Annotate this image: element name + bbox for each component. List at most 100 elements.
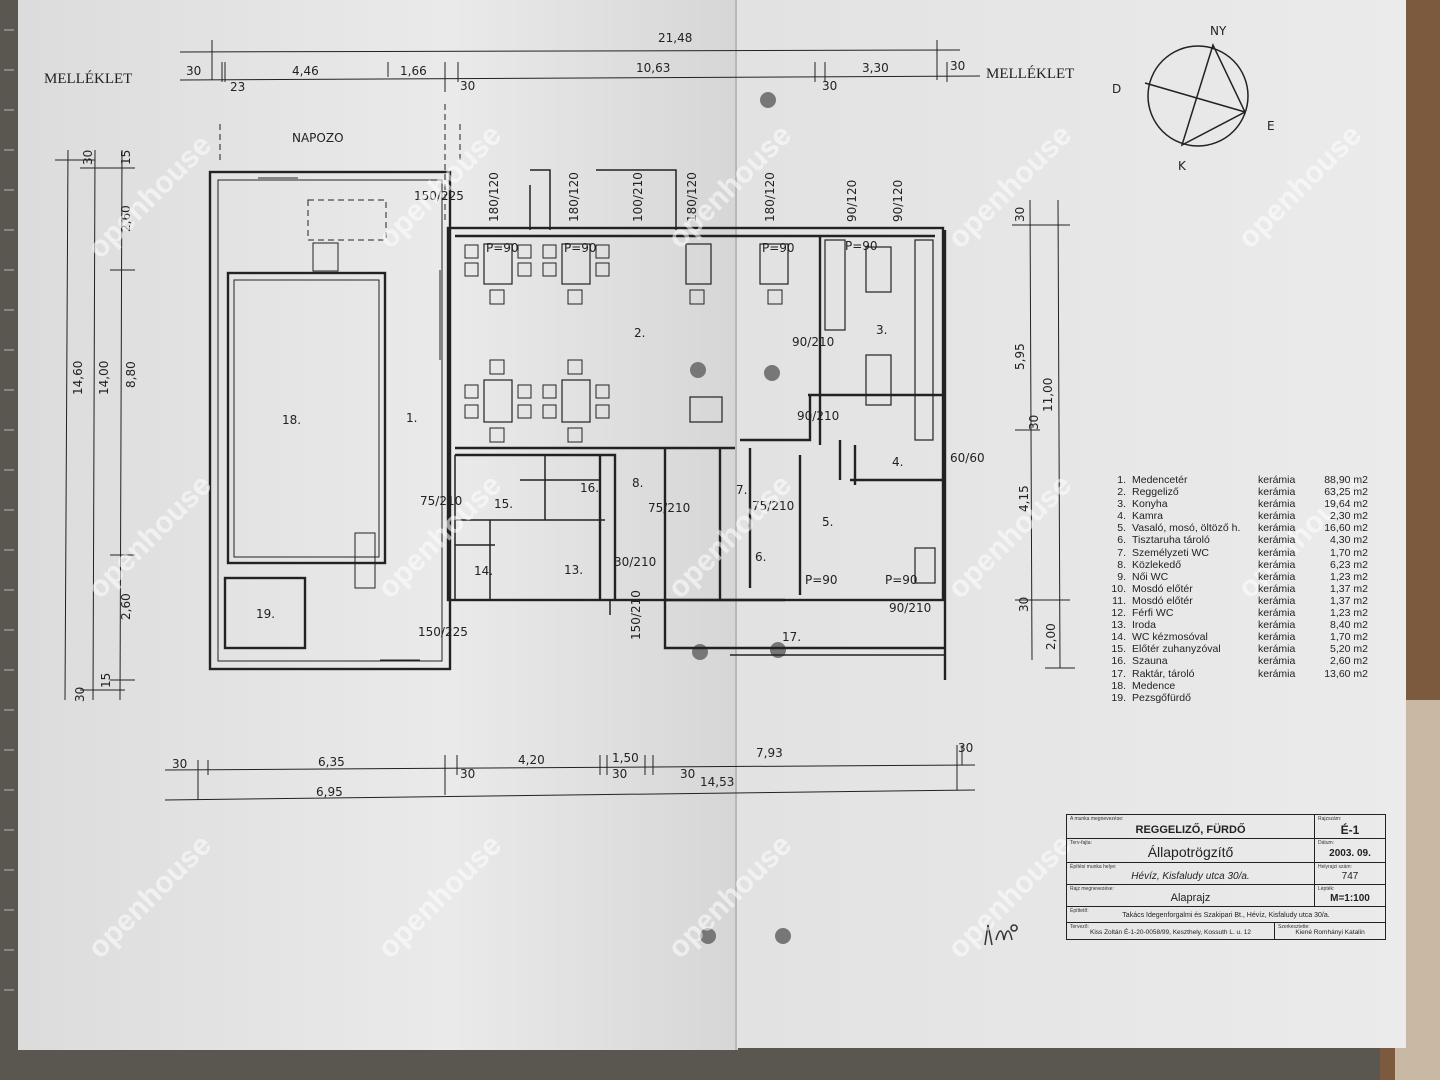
opening-label: 90/120 xyxy=(891,180,905,222)
room-material: kerámia xyxy=(1258,594,1296,607)
room-label-3: 3. xyxy=(876,323,887,337)
room-name: Mosdó előtér xyxy=(1132,594,1193,607)
drawing-name: Alaprajz xyxy=(1170,892,1211,904)
room-label-6: 6. xyxy=(755,550,766,564)
opening-label: P=90 xyxy=(845,239,878,253)
dim-left: 14,00 xyxy=(97,361,111,395)
legend-row: 19.Pezsgőfürdő xyxy=(1100,692,1368,704)
room-label-17: 17. xyxy=(782,630,801,644)
legend-row: 15. Előtér zuhanyzóval kerámia 5,20 m2 xyxy=(1100,643,1368,655)
room-area xyxy=(1318,680,1368,692)
opening-label: 150/210 xyxy=(629,590,643,640)
room-number: 8. xyxy=(1117,558,1126,571)
room-number: 19. xyxy=(1111,691,1126,704)
room-material xyxy=(1258,680,1318,692)
room-area: 16,60 m2 xyxy=(1324,522,1368,535)
room-material: kerámia xyxy=(1258,486,1296,499)
dim-bottom: 14,53 xyxy=(700,775,734,789)
room-label-7: 7. xyxy=(736,483,747,497)
opening-label: P=90 xyxy=(762,241,795,255)
dim-right: 5,95 xyxy=(1013,343,1027,370)
opening-label: 180/120 xyxy=(567,172,581,222)
room-area: 1,37 m2 xyxy=(1330,594,1368,607)
room-number: 11. xyxy=(1112,594,1126,607)
room-number-labels: 1. 2. 3. 4. 5. 6. 7. 8. 13. 14. 15. 16. … xyxy=(256,323,903,644)
scale: M=1:100 xyxy=(1330,893,1370,904)
room-name: WC kézmosóval xyxy=(1132,631,1208,644)
opening-label: 180/120 xyxy=(487,172,501,222)
dim-bottom: 7,93 xyxy=(756,746,783,760)
dim-right: 30 xyxy=(1013,207,1027,222)
sheet-number: É-1 xyxy=(1340,823,1360,837)
attachment-label-right: MELLÉKLET xyxy=(986,65,1074,82)
room-area: 19,64 m2 xyxy=(1324,498,1368,511)
room-label-19: 19. xyxy=(256,607,275,621)
room-area: 5,20 m2 xyxy=(1330,643,1368,656)
room-area xyxy=(1318,692,1368,704)
room-area: 1,70 m2 xyxy=(1330,631,1368,644)
opening-label: 30/210 xyxy=(614,555,656,569)
dim-right: 11,00 xyxy=(1041,378,1055,412)
room-number: 4. xyxy=(1117,510,1126,523)
dim-bottom: 30 xyxy=(958,741,973,755)
room-name: Iroda xyxy=(1132,619,1156,632)
dim-right: 2,00 xyxy=(1044,623,1058,650)
dim-right: 30 xyxy=(1027,415,1041,430)
room-material: kerámia xyxy=(1258,607,1296,620)
dimension-texts: 21,48 10,63 30 4,46 1,66 23 30 3,30 30 3… xyxy=(71,31,1058,799)
scale-label: Lépték: xyxy=(1318,886,1335,892)
opening-label: 90/120 xyxy=(845,180,859,222)
room-name: Női WC xyxy=(1132,570,1169,583)
dim-right: 4,15 xyxy=(1017,485,1031,512)
opening-label: 100/210 xyxy=(631,172,645,222)
sun-terrace-label: NAPOZO xyxy=(292,131,344,145)
room-label-16: 16. xyxy=(580,481,599,495)
room-name: Férfi WC xyxy=(1132,607,1174,620)
room-area: 13,60 m2 xyxy=(1324,667,1368,680)
dim-bottom: 6,95 xyxy=(316,785,343,799)
dim-bottom: 30 xyxy=(680,767,695,781)
compass-east-label: E xyxy=(1267,119,1275,133)
room-material: kerámia xyxy=(1258,510,1296,523)
dim-left: 15 xyxy=(119,150,133,165)
drawing-label: Rajz megnevezése: xyxy=(1070,886,1114,892)
opening-label: 75/210 xyxy=(648,501,690,515)
dim-top: 23 xyxy=(230,80,245,94)
opening-label: 150/225 xyxy=(414,189,464,203)
dimension-lines xyxy=(55,40,1075,801)
dim-right: 30 xyxy=(1017,597,1031,612)
room-material: kerámia xyxy=(1258,643,1296,656)
lot-number: 747 xyxy=(1341,871,1359,882)
designer-label: Tervező: xyxy=(1070,924,1089,930)
builder-label: Építtető: xyxy=(1070,908,1089,914)
dim-top: 30 xyxy=(460,79,475,93)
room-name: Előtér zuhanyzóval xyxy=(1132,643,1221,656)
room-number: 6. xyxy=(1117,534,1126,547)
opening-label: 75/210 xyxy=(752,499,794,513)
room-name: Szauna xyxy=(1132,655,1168,668)
drafter-label: Szerkesztette: xyxy=(1278,924,1310,930)
room-area: 1,70 m2 xyxy=(1330,546,1368,559)
dim-top: 3,30 xyxy=(862,61,889,75)
dim-left: 30 xyxy=(73,687,87,702)
dim-bottom: 6,35 xyxy=(318,755,345,769)
attachment-label-left: MELLÉKLET xyxy=(44,70,132,87)
opening-label: P=90 xyxy=(805,573,838,587)
room-number: 17. xyxy=(1111,667,1126,680)
room-area: 88,90 m2 xyxy=(1324,474,1368,486)
room-number: 15. xyxy=(1111,643,1126,656)
room-label-2: 2. xyxy=(634,326,645,340)
room-name: Közlekedő xyxy=(1132,558,1182,571)
location: Hévíz, Kisfaludy utca 30/a. xyxy=(1131,871,1250,882)
room-material: kerámia xyxy=(1258,534,1296,547)
drafter: Kiené Romhányi Katalin xyxy=(1295,929,1365,936)
opening-label: 180/120 xyxy=(763,172,777,222)
